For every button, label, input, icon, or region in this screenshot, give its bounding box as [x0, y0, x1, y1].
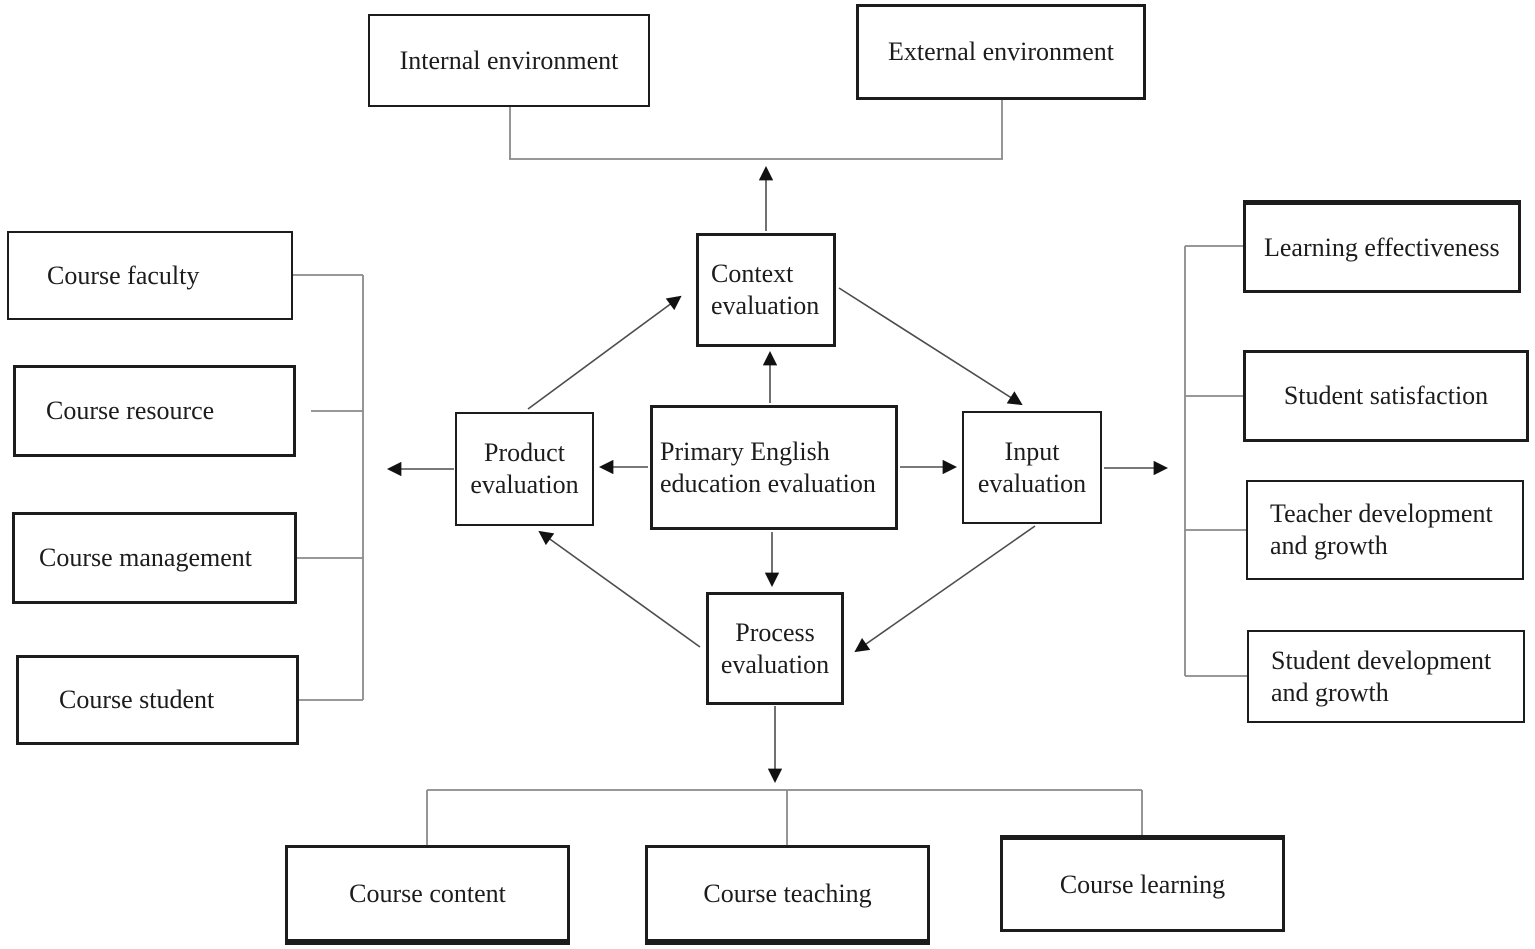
- node-input-evaluation: Input evaluation: [962, 411, 1102, 524]
- node-course-learning: Course learning: [1000, 835, 1285, 932]
- node-label: Course teaching: [703, 878, 872, 908]
- node-process-evaluation: Process evaluation: [706, 592, 844, 705]
- arrow-process-to-product: [538, 530, 701, 648]
- arrow-context-to-input: [838, 287, 1023, 406]
- node-student-development-and-growth: Student development and growth: [1247, 630, 1525, 723]
- node-label: Context evaluation: [711, 259, 820, 320]
- node-label: Course student: [59, 685, 215, 715]
- node-product-evaluation: Product evaluation: [455, 412, 594, 526]
- node-label: Primary English education evaluation: [660, 436, 876, 498]
- node-course-resource: Course resource: [13, 365, 296, 457]
- node-label: Internal environment: [399, 45, 619, 75]
- node-label: Course resource: [46, 396, 215, 426]
- node-label: Input evaluation: [977, 436, 1087, 498]
- node-label: Teacher development and growth: [1270, 499, 1493, 560]
- node-learning-effectiveness: Learning effectiveness: [1243, 200, 1521, 293]
- arrow-input-to-process: [854, 525, 1036, 653]
- node-label: Course learning: [1059, 869, 1226, 899]
- node-course-teaching: Course teaching: [645, 845, 930, 945]
- node-primary-english-education-evaluation: Primary English education evaluation: [650, 405, 898, 530]
- node-label: Student satisfaction: [1283, 381, 1489, 411]
- node-label: Student development and growth: [1271, 645, 1492, 707]
- node-context-evaluation: Context evaluation: [696, 233, 836, 347]
- node-label: Course faculty: [47, 260, 200, 290]
- node-course-faculty: Course faculty: [7, 231, 293, 320]
- node-label: Learning effectiveness: [1264, 232, 1500, 262]
- node-course-management: Course management: [12, 512, 297, 604]
- node-label: External environment: [888, 37, 1114, 67]
- node-label: Product evaluation: [470, 438, 579, 499]
- node-course-student: Course student: [16, 655, 299, 745]
- node-label: Process evaluation: [720, 617, 830, 679]
- arrow-product-to-context: [527, 295, 682, 410]
- node-student-satisfaction: Student satisfaction: [1243, 350, 1529, 442]
- node-course-content: Course content: [285, 845, 570, 945]
- node-internal-environment: Internal environment: [368, 14, 650, 107]
- node-label: Course management: [39, 543, 252, 573]
- node-teacher-development-and-growth: Teacher development and growth: [1246, 480, 1524, 580]
- node-external-environment: External environment: [856, 4, 1146, 100]
- node-label: Course content: [349, 878, 506, 908]
